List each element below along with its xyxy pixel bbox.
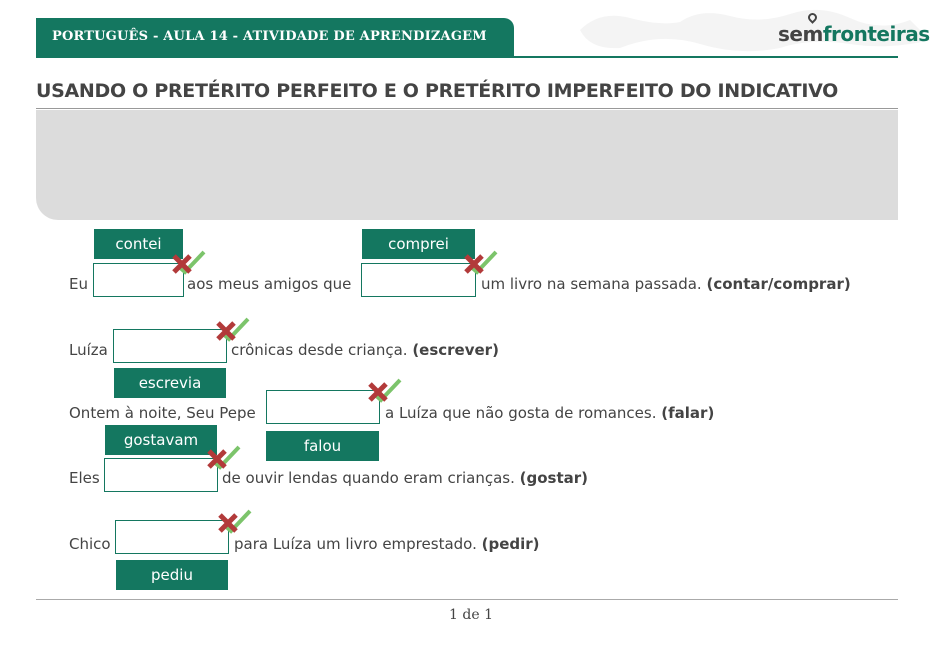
answer-chip[interactable]: comprei: [362, 229, 475, 259]
answer-chip[interactable]: escrevia: [114, 368, 226, 398]
sentence-text-segment: crônicas desde criança. (escrever): [231, 341, 499, 359]
x-mark-icon: [464, 254, 484, 274]
page-total: 1: [484, 607, 493, 623]
feedback-icon: [216, 317, 250, 342]
page-title: USANDO O PRETÉRITO PERFEITO E O PRETÉRIT…: [36, 80, 839, 102]
footer-divider: [36, 599, 898, 600]
page-indicator: 1 de 1: [449, 607, 493, 623]
x-mark-icon: [207, 449, 227, 469]
world-map-decoration: [580, 9, 930, 52]
answer-chip[interactable]: falou: [266, 431, 379, 461]
sentence-text: Ontem à noite, Seu Pepe: [69, 404, 256, 422]
verb-hint: (falar): [661, 404, 715, 422]
instructions-panel: [36, 110, 898, 220]
sentence-4: Eles: [69, 469, 100, 487]
brand-logo: semfronteiras: [778, 22, 930, 46]
page-current: 1: [449, 607, 458, 623]
verb-hint: (pedir): [481, 535, 540, 553]
feedback-icon: [172, 250, 206, 275]
x-mark-icon: [368, 382, 388, 402]
sentence-text: Eu: [69, 275, 88, 293]
header-divider: [36, 56, 898, 58]
sentence-text-segment: de ouvir lendas quando eram crianças. (g…: [222, 469, 588, 487]
feedback-icon: [464, 250, 498, 275]
answer-drop-zone[interactable]: [266, 390, 380, 424]
answer-drop-zone[interactable]: [93, 263, 184, 297]
feedback-icon: [218, 509, 252, 534]
answer-drop-zone[interactable]: [115, 520, 229, 554]
sentence-text-segment: a Luíza que não gosta de romances. (fala…: [385, 404, 714, 422]
answer-drop-zone[interactable]: [104, 458, 218, 492]
sentence-text: Chico: [69, 535, 111, 553]
logo-text-fronteiras: fronteiras: [822, 22, 930, 46]
sentence-2: Luíza: [69, 341, 108, 359]
title-divider: [36, 108, 898, 109]
x-mark-icon: [172, 254, 192, 274]
feedback-icon: [207, 445, 241, 470]
sentence-text: para Luíza um livro emprestado.: [234, 535, 477, 553]
answer-chip[interactable]: pediu: [116, 560, 228, 590]
x-mark-icon: [218, 513, 238, 533]
verb-hint: (contar/comprar): [706, 275, 851, 293]
sentence-1: Eu: [69, 275, 88, 293]
sentence-text: aos meus amigos que: [187, 275, 352, 293]
x-mark-icon: [216, 321, 236, 341]
sentence-text: Eles: [69, 469, 100, 487]
sentence-text: a Luíza que não gosta de romances.: [385, 404, 657, 422]
answer-chip[interactable]: contei: [94, 229, 183, 259]
sentence-text-segment: um livro na semana passada. (contar/comp…: [481, 275, 851, 293]
page-separator: de: [462, 607, 480, 623]
answer-drop-zone[interactable]: [361, 263, 476, 297]
lesson-banner: PORTUGUÊS - AULA 14 - ATIVIDADE DE APREN…: [36, 18, 514, 58]
verb-hint: (escrever): [412, 341, 499, 359]
feedback-icon: [368, 378, 402, 403]
sentence-3: Ontem à noite, Seu Pepe: [69, 404, 256, 422]
sentence-text-segment: aos meus amigos que: [187, 275, 351, 293]
logo-text-sem: sem: [778, 22, 823, 46]
sentence-5: Chico: [69, 535, 111, 553]
sentence-text: Luíza: [69, 341, 108, 359]
sentence-text-segment: para Luíza um livro emprestado. (pedir): [234, 535, 540, 553]
answer-drop-zone[interactable]: [113, 329, 227, 363]
answer-chip[interactable]: gostavam: [105, 425, 217, 455]
sentence-text: um livro na semana passada.: [481, 275, 702, 293]
sentence-text: de ouvir lendas quando eram crianças.: [222, 469, 515, 487]
verb-hint: (gostar): [519, 469, 589, 487]
sentence-text: crônicas desde criança.: [231, 341, 408, 359]
lesson-banner-text: PORTUGUÊS - AULA 14 - ATIVIDADE DE APREN…: [52, 29, 487, 44]
